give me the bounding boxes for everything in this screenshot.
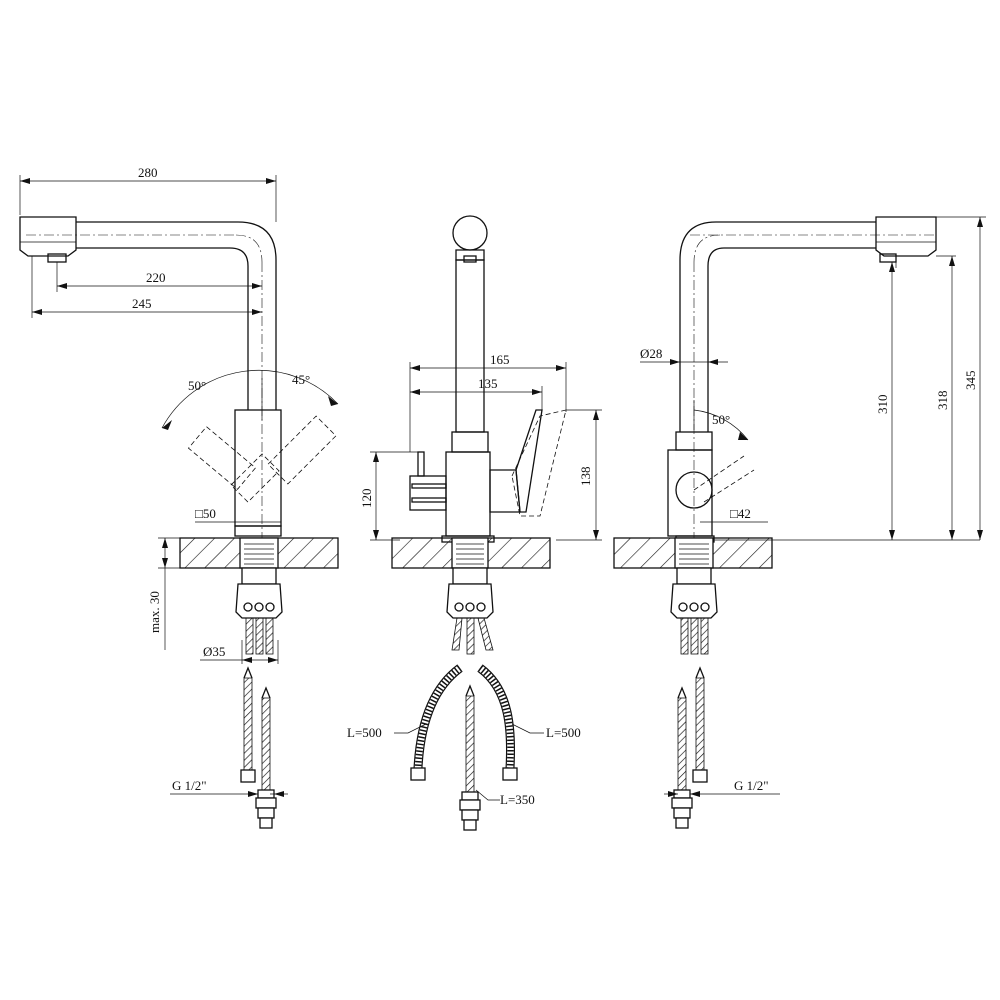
tube-diameter-label: Ø28: [640, 346, 662, 361]
lever-left: [409, 475, 447, 511]
spout-top: [452, 215, 488, 251]
width-135-label: 135: [478, 376, 498, 391]
height-138-label: 138: [578, 467, 593, 487]
hose-center-length-label: L=350: [500, 792, 535, 807]
mount-hole-label: Ø35: [203, 644, 225, 659]
width-165-label: 165: [490, 352, 510, 367]
mount-thickness-label: max. 30: [147, 591, 162, 633]
height-310-label: 310: [875, 395, 890, 415]
lever-right: [489, 469, 521, 513]
front-view: 165 135 120 138: [347, 215, 602, 831]
hose-center: [465, 695, 475, 793]
overall-width-label: 280: [138, 165, 158, 180]
spout-head-right: [875, 216, 937, 257]
swivel-angle-right-label: 45°: [292, 372, 310, 387]
connector-block-front: [446, 583, 494, 619]
lever-pivot: [675, 471, 713, 509]
lever-angle-label: 50°: [712, 412, 730, 427]
faucet-body-front: [445, 451, 491, 537]
hose-right-a: [695, 677, 705, 771]
spout-head: [19, 216, 77, 257]
thread-left-label: G 1/2": [172, 778, 207, 793]
height-318-label: 318: [935, 391, 950, 411]
base-square-right-label: □42: [730, 506, 751, 521]
spout-tube-right: [679, 221, 876, 432]
reach-220-label: 220: [146, 270, 166, 285]
reach-245-label: 245: [132, 296, 152, 311]
right-view: 50° Ø28 □42 310 318 345: [613, 216, 986, 829]
base-square-label: □50: [195, 506, 216, 521]
aerator: [47, 253, 67, 263]
hose-right-b: [677, 697, 687, 791]
spout-tube-front: [455, 259, 485, 433]
swivel-angle-left-label: 50°: [188, 378, 206, 393]
height-345-label: 345: [963, 371, 978, 391]
hose-right-length-label: L=500: [546, 725, 581, 740]
mount-shank-left: [239, 537, 279, 569]
connector-block-right: [670, 583, 718, 619]
thread-right-label: G 1/2": [734, 778, 769, 793]
spout-tube: [76, 221, 277, 410]
faucet-body-right: [667, 449, 713, 537]
hose-left-a: [243, 677, 253, 771]
hose-left-b: [261, 697, 271, 791]
connector-block-left: [235, 583, 283, 619]
left-view: 50° 45° 280 220 245 □50: [19, 165, 339, 829]
faucet-body: [234, 409, 282, 527]
hose-left-length-label: L=500: [347, 725, 382, 740]
height-120-label: 120: [359, 489, 374, 509]
